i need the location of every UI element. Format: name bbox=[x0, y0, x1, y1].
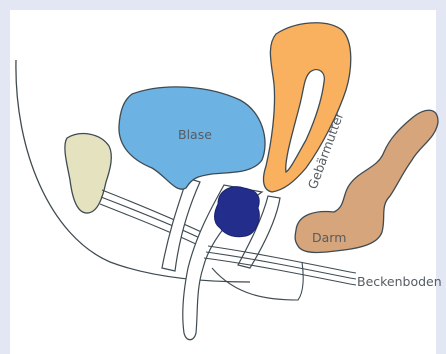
pelvic-floor-lower-curve bbox=[212, 262, 303, 300]
cervix-knot bbox=[215, 187, 260, 237]
uterus bbox=[264, 23, 351, 192]
label-beckenboden: Beckenboden bbox=[357, 274, 442, 289]
pubic-ligament bbox=[101, 197, 208, 242]
pelvic-floor-line bbox=[204, 258, 356, 285]
pubic-bone bbox=[65, 134, 111, 213]
label-blase: Blase bbox=[178, 127, 212, 142]
pelvic-floor-line bbox=[206, 252, 356, 279]
label-darm: Darm bbox=[312, 230, 346, 245]
